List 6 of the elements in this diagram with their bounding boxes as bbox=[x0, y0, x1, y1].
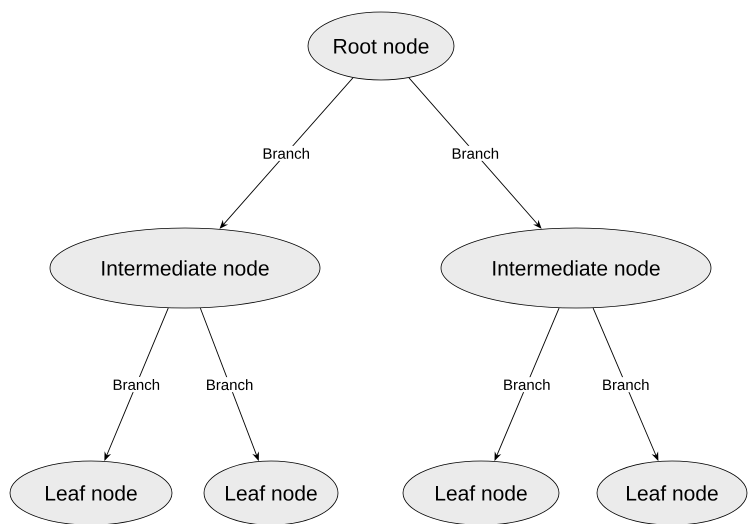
edge-label: Branch bbox=[110, 377, 162, 392]
edge-label: Branch bbox=[450, 146, 502, 161]
edge-label: Branch bbox=[501, 377, 553, 392]
edge-label: Branch bbox=[600, 377, 652, 392]
edge-label: Branch bbox=[260, 146, 312, 161]
edge-label: Branch bbox=[204, 377, 256, 392]
